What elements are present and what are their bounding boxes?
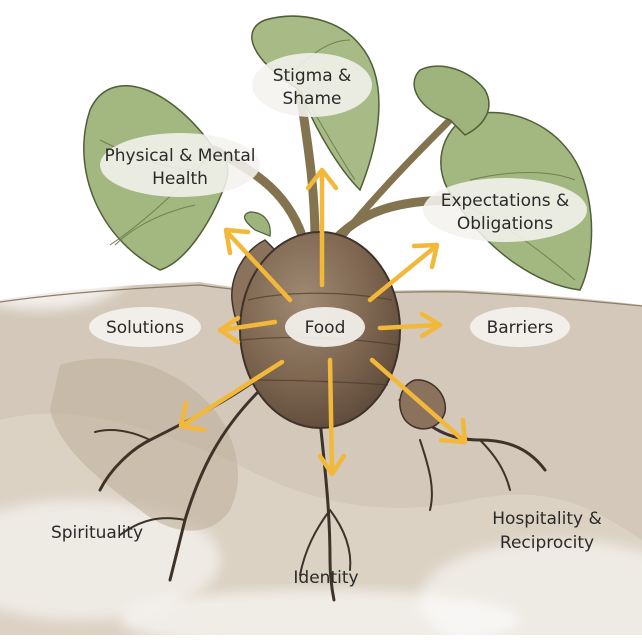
label-barriers: Barriers [487, 318, 554, 338]
label-expect-line1: Expectations & [441, 191, 570, 211]
label-hosp-line1: Hospitality & [492, 509, 601, 529]
label-solutions: Solutions [106, 318, 184, 338]
label-identity: Identity [293, 568, 358, 588]
label-food: Food [305, 318, 346, 338]
label-hosp-line2: Reciprocity [500, 533, 594, 553]
label-stigma-line2: Shame [282, 89, 341, 109]
leaf-right-small [414, 66, 489, 135]
label-stigma-line1: Stigma & [273, 66, 352, 86]
label-health-line2: Health [152, 169, 208, 189]
label-spirituality: Spirituality [51, 523, 143, 543]
label-expect-line2: Obligations [457, 214, 553, 234]
label-health-line1: Physical & Mental [105, 146, 256, 166]
